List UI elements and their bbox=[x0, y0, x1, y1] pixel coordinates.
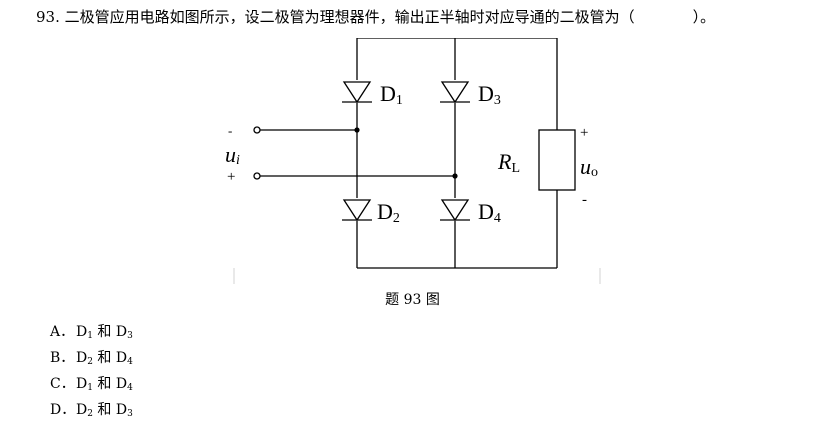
diode-d3 bbox=[440, 81, 470, 104]
input-terminal-top bbox=[253, 126, 261, 134]
question-number: 93. bbox=[36, 8, 60, 26]
option-a[interactable]: A．D1 和 D3 bbox=[50, 319, 133, 345]
load-resistor bbox=[538, 129, 576, 191]
junction-dot bbox=[452, 173, 458, 179]
diode-d3-label: D3 bbox=[478, 81, 501, 108]
question-text: 二极管应用电路如图所示，设二极管为理想器件，输出正半轴时对应导通的二极管为（ bbox=[64, 8, 635, 26]
diode-d4 bbox=[440, 199, 470, 222]
output-voltage-label: uo bbox=[580, 154, 598, 180]
option-letter: B． bbox=[50, 350, 75, 366]
question-stem: 93. 二极管应用电路如图所示，设二极管为理想器件，输出正半轴时对应导通的二极管… bbox=[36, 6, 816, 28]
circuit-diagram: D1 D3 D2 D4 - + ui RL + - uo bbox=[225, 38, 601, 284]
option-b[interactable]: B．D2 和 D4 bbox=[50, 345, 133, 371]
diode-d2 bbox=[342, 199, 372, 222]
output-bottom-sign: - bbox=[582, 192, 587, 208]
option-letter: A． bbox=[50, 324, 75, 340]
input-top-sign: - bbox=[228, 123, 232, 138]
option-d[interactable]: D．D2 和 D3 bbox=[50, 397, 133, 423]
option-c[interactable]: C．D1 和 D4 bbox=[50, 371, 133, 397]
junction-dot bbox=[354, 127, 360, 133]
option-letter: C． bbox=[50, 376, 75, 392]
circuit-wires bbox=[233, 38, 601, 284]
diode-d1 bbox=[342, 81, 372, 104]
output-top-sign: + bbox=[580, 125, 588, 141]
diode-symbols bbox=[342, 81, 470, 222]
input-terminal-bottom bbox=[253, 172, 261, 180]
answer-options: A．D1 和 D3 B．D2 和 D4 C．D1 和 D4 D．D2 和 D3 bbox=[50, 319, 133, 423]
diode-d4-label: D4 bbox=[478, 199, 501, 226]
question-close: ）。 bbox=[692, 8, 716, 26]
circuit-figure: D1 D3 D2 D4 - + ui RL + - uo bbox=[222, 38, 612, 284]
diode-d1-label: D1 bbox=[380, 81, 403, 108]
input-voltage-label: ui bbox=[225, 142, 240, 168]
diode-d2-label: D2 bbox=[377, 199, 400, 226]
resistor-label: RL bbox=[497, 149, 520, 176]
junction-dots bbox=[354, 127, 458, 179]
input-bottom-sign: + bbox=[227, 169, 235, 185]
figure-caption: 题 93 图 bbox=[385, 292, 440, 308]
option-letter: D． bbox=[50, 402, 76, 418]
